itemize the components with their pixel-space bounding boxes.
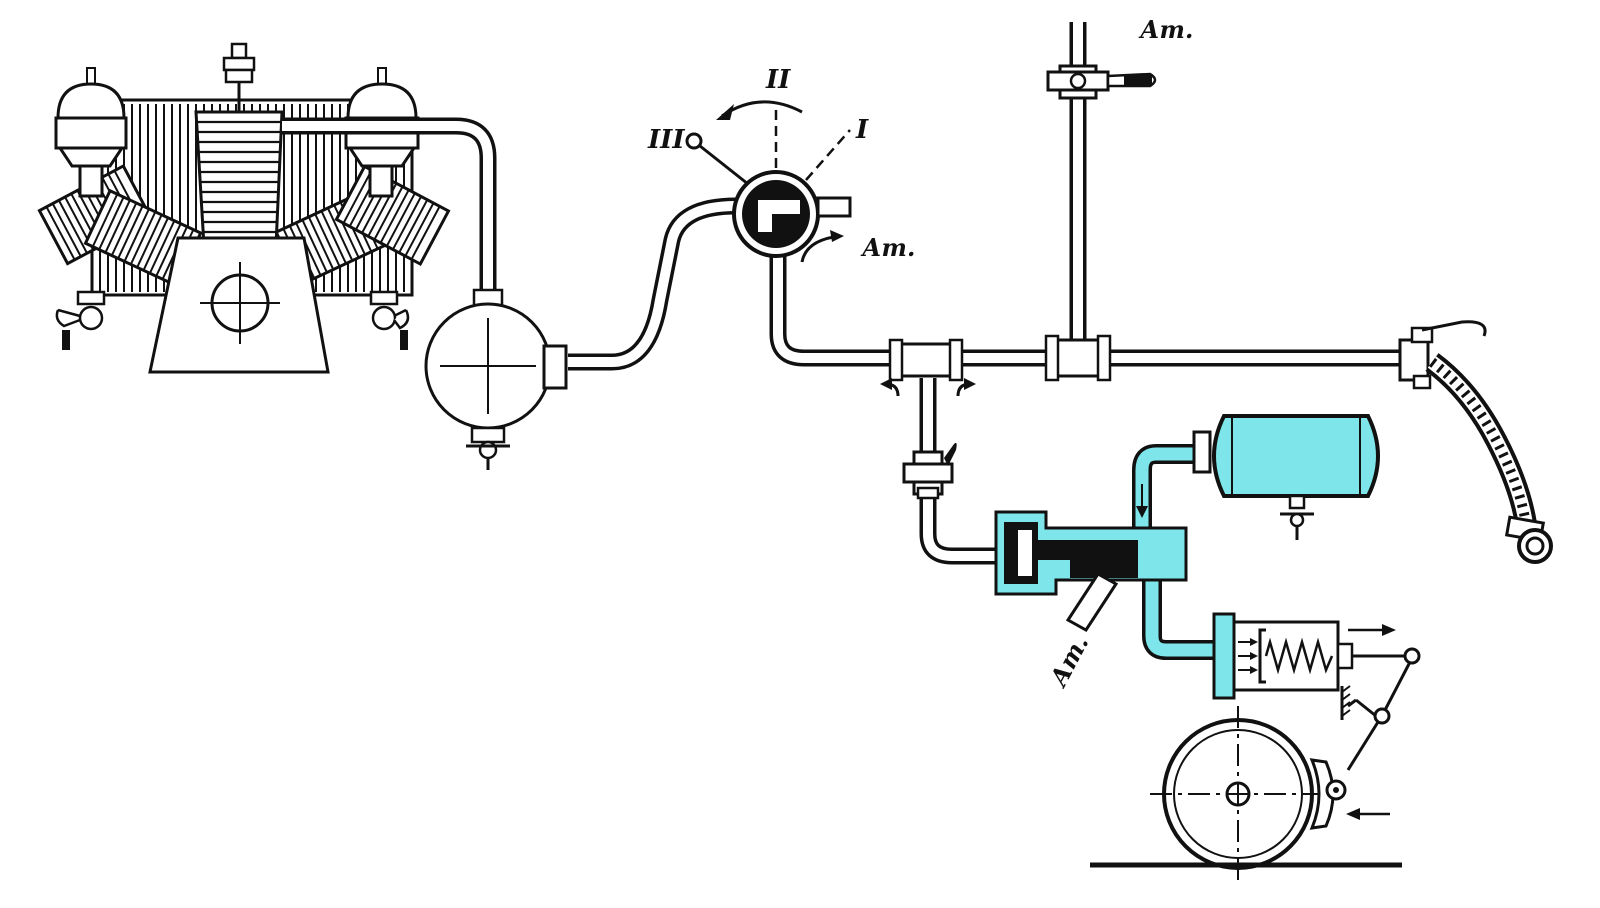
triple-valve — [994, 510, 1188, 632]
label-position-2: II — [765, 65, 791, 95]
main-line-tee — [1044, 334, 1112, 382]
brake-rigging — [1340, 647, 1421, 771]
driver-brake-valve — [685, 100, 852, 263]
compressor-left-air-filter — [54, 67, 128, 198]
label-atm-valve: Ат. — [860, 233, 915, 262]
auxiliary-reservoir — [1192, 414, 1380, 540]
brake-cylinder — [1212, 612, 1410, 700]
compressor-left-drain-tap — [55, 290, 106, 350]
compressor-crankcase — [148, 236, 330, 374]
label-atm-relay: Ат. — [1043, 630, 1095, 692]
pipeline — [282, 22, 1400, 565]
label-atm-top: Ат. — [1138, 15, 1193, 44]
disconnect-cock — [902, 442, 957, 500]
coupling-hose — [1425, 353, 1553, 564]
tee-fitting — [880, 338, 976, 397]
top-isolating-valve — [1046, 64, 1157, 100]
brake-shoe — [1309, 758, 1390, 830]
compressor-center-cylinder — [194, 42, 284, 248]
label-position-3: III — [647, 125, 685, 155]
compressor — [37, 42, 451, 374]
oil-water-separator — [424, 288, 568, 470]
end-cock — [1398, 320, 1487, 390]
label-position-1: I — [855, 115, 869, 145]
cylinder-feed-pipe — [1142, 580, 1214, 660]
wheel — [1090, 706, 1402, 880]
reservoir-feed-pipe — [1132, 444, 1196, 528]
compressor-right-drain-tap — [369, 290, 410, 350]
